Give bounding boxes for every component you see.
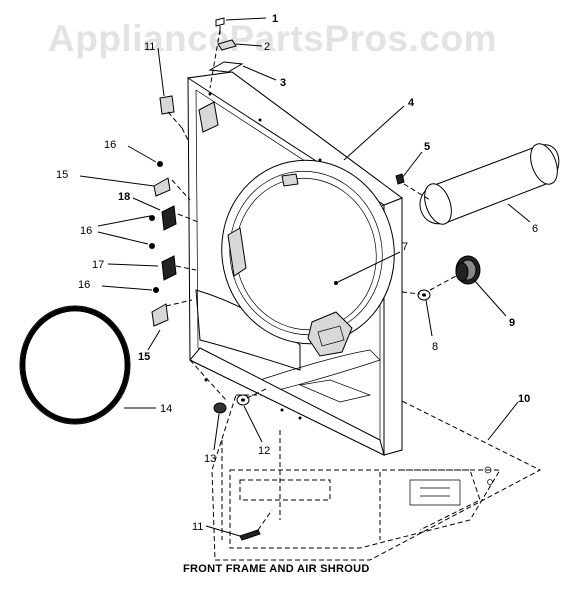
watermark: AppliancePartsPros.com [48,18,497,59]
callout-12: 12 [258,445,270,457]
callout-5: 5 [424,141,430,153]
callout-8: 8 [432,341,438,353]
part-11-upper [159,95,189,141]
callout-16-upper: 16 [104,139,116,151]
callout-labels: 1 2 3 4 5 6 7 8 9 10 11 11 12 13 14 15 1… [56,13,538,533]
callout-1: 1 [272,13,278,25]
callout-15-upper: 15 [56,169,68,181]
cylinder-part [419,143,560,225]
door-seal [19,305,131,425]
diagram-caption: FRONT FRAME AND AIR SHROUD [183,563,370,575]
lower-washers [213,387,269,414]
callout-7: 7 [402,241,408,253]
callout-15-lower: 15 [138,351,150,363]
knob-part [455,255,481,285]
callout-9: 9 [509,317,515,329]
callout-6: 6 [532,223,538,235]
assembly-lines [189,183,457,401]
callout-11-lower: 11 [192,521,203,533]
part-11-screw [239,509,273,541]
callout-3: 3 [280,77,286,89]
callout-17: 17 [92,259,104,271]
left-brackets [149,161,199,327]
callout-11-upper: 11 [144,41,155,53]
callout-10: 10 [518,393,530,405]
callout-4: 4 [408,97,415,109]
callout-2: 2 [264,41,270,53]
callout-13: 13 [204,453,216,465]
washer-part-8 [417,289,431,301]
callout-14: 14 [160,403,172,415]
callout-16-middle: 16 [80,225,92,237]
door-opening [221,159,395,357]
leader-lines [79,17,531,537]
top-hardware [208,17,244,89]
callout-18: 18 [118,191,130,203]
callout-16-lower: 16 [78,279,90,291]
part-5-screw [395,173,405,185]
